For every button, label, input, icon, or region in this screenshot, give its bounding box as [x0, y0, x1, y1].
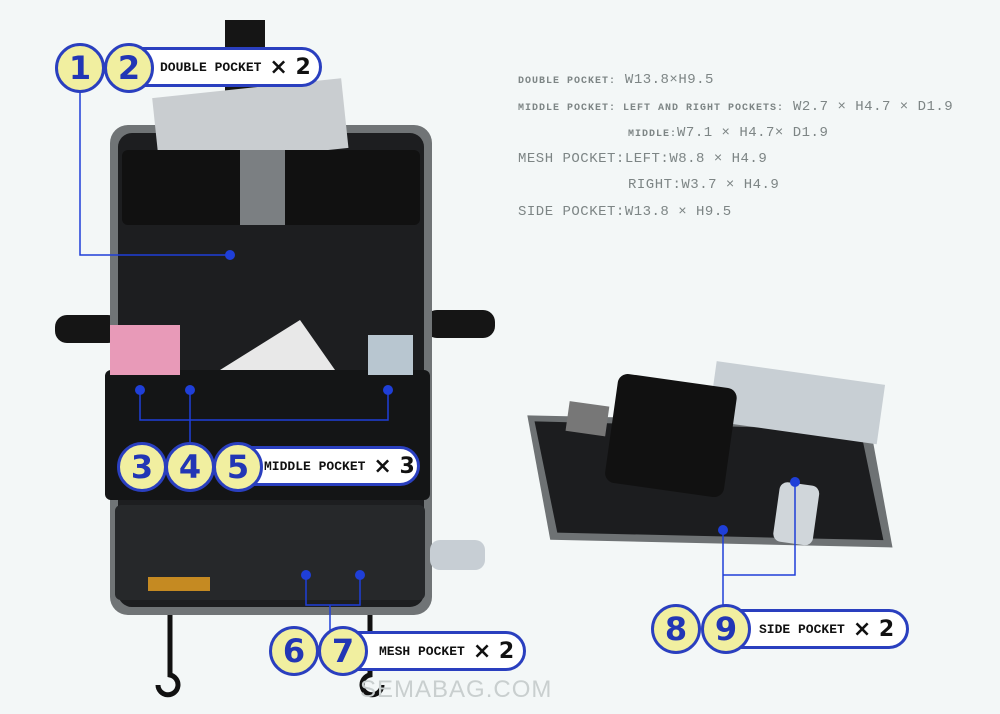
leader-lines — [79, 90, 796, 630]
callout-count: × 2 — [269, 54, 311, 80]
flap-strip — [240, 150, 285, 225]
marker-9 — [790, 477, 800, 487]
tablet — [152, 78, 349, 168]
spec-double: DOUBLE POCKET: W13.8×H9.5 — [518, 72, 714, 88]
callout-label: MIDDLE POCKET — [264, 458, 366, 474]
callout-number: 2 — [104, 43, 154, 93]
marker-7 — [355, 570, 365, 580]
spec-middle: MIDDLE POCKET: LEFT AND RIGHT POCKETS: W… — [518, 99, 953, 115]
side-organizer — [527, 361, 893, 548]
marker-8 — [718, 525, 728, 535]
drink-can — [368, 335, 413, 375]
spec-value: W2.7 × H4.7 × D1.9 — [792, 99, 954, 115]
front-organizer — [55, 20, 495, 698]
markers — [135, 250, 800, 580]
callout-label: DOUBLE POCKET — [160, 59, 262, 75]
spec-label: MIDDLE POCKET: LEFT AND RIGHT POCKETS: — [518, 103, 785, 114]
callout-label: SIDE POCKET — [759, 621, 845, 637]
spec-mesh-left: MESH POCKET:LEFT:W8.8 × H4.9 — [518, 151, 768, 167]
right-side-strap — [425, 310, 495, 338]
spec-value: W13.8×H9.5 — [624, 72, 714, 88]
marker-6 — [301, 570, 311, 580]
spec-label: MIDDLE: — [628, 129, 678, 140]
spec-mesh-right: RIGHT:W3.7 × H4.9 — [628, 177, 780, 193]
callout-number: 7 — [318, 626, 368, 676]
callout-count: × 3 — [373, 453, 415, 479]
marker-3 — [135, 385, 145, 395]
spec-label: DOUBLE POCKET: — [518, 76, 617, 87]
callout-label: MESH POCKET — [379, 643, 465, 659]
callout-number: 5 — [213, 442, 263, 492]
side-bottle — [773, 482, 820, 546]
callout-number: 1 — [55, 43, 105, 93]
callout-number: 9 — [701, 604, 751, 654]
callout-number: 6 — [269, 626, 319, 676]
left-hook — [155, 615, 181, 698]
snack-pack — [110, 325, 180, 375]
spec-middle-center: MIDDLE:W7.1 × H4.7× D1.9 — [628, 125, 828, 141]
left-side-strap — [55, 315, 120, 343]
spec-side: SIDE POCKET:W13.8 × H9.5 — [518, 204, 732, 220]
watermark: SEMABAG.COM — [360, 676, 553, 703]
callout-number: 4 — [165, 442, 215, 492]
side-tablet — [708, 361, 886, 445]
callout-count: × 2 — [472, 638, 515, 664]
mesh-pocket — [115, 505, 425, 600]
right-hook — [359, 615, 385, 698]
callout-number: 8 — [651, 604, 701, 654]
tissue — [220, 320, 335, 370]
marker-4 — [185, 385, 195, 395]
phone — [565, 401, 610, 437]
side-pocket-flap — [605, 373, 737, 498]
marker-5 — [383, 385, 393, 395]
brand-label — [148, 577, 210, 591]
callout-count: × 2 — [852, 616, 895, 642]
marker-1-2 — [225, 250, 235, 260]
water-bottle — [430, 540, 485, 570]
spec-value: W7.1 × H4.7× D1.9 — [677, 125, 829, 141]
callout-number: 3 — [117, 442, 167, 492]
